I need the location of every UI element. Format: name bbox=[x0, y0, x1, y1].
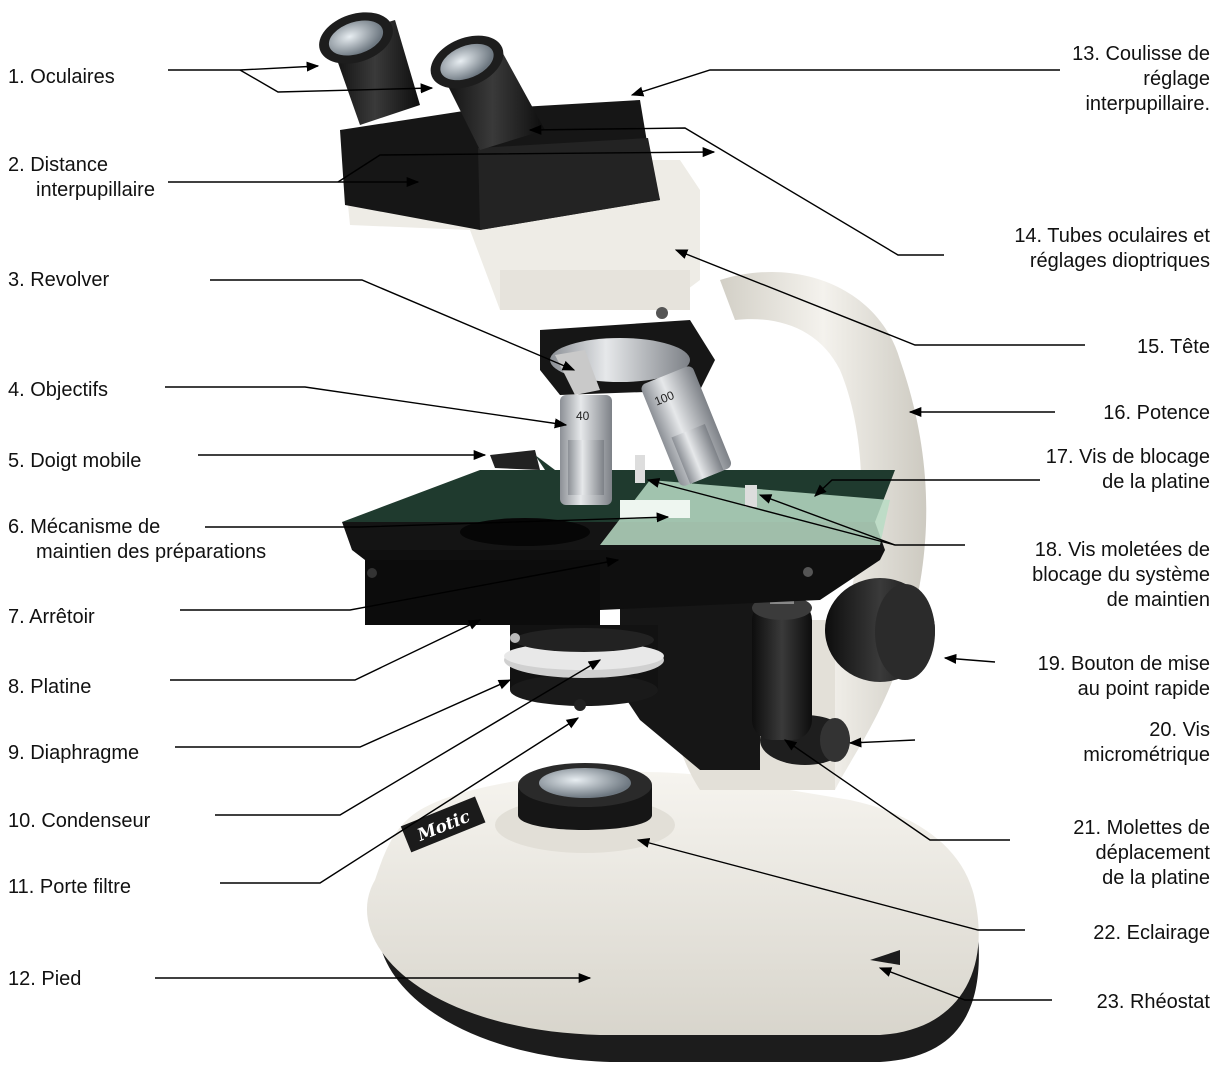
label-porte-filtre: 11. Porte filtre bbox=[8, 875, 131, 900]
objective-mark-40: 40 bbox=[576, 409, 590, 423]
label-arretoir: 7. Arrêtoir bbox=[8, 605, 95, 630]
label-potence: 16. Potence bbox=[1103, 401, 1210, 426]
label-pied: 12. Pied bbox=[8, 967, 81, 992]
label-revolver: 3. Revolver bbox=[8, 268, 109, 293]
label-doigt-mobile: 5. Doigt mobile bbox=[8, 449, 141, 474]
label-condenseur: 10. Condenseur bbox=[8, 809, 150, 834]
label-platine: 8. Platine bbox=[8, 675, 91, 700]
stage-platform bbox=[342, 450, 895, 625]
condenser-assembly bbox=[504, 625, 664, 711]
label-rheostat: 23. Rhéostat bbox=[1097, 990, 1210, 1015]
label-oculaires: 1. Oculaires bbox=[8, 65, 115, 90]
label-objectifs: 4. Objectifs bbox=[8, 378, 108, 403]
label-eclairage: 22. Eclairage bbox=[1093, 921, 1210, 946]
label-diaphragme: 9. Diaphragme bbox=[8, 741, 139, 766]
label-tete: 15. Tête bbox=[1137, 335, 1210, 360]
